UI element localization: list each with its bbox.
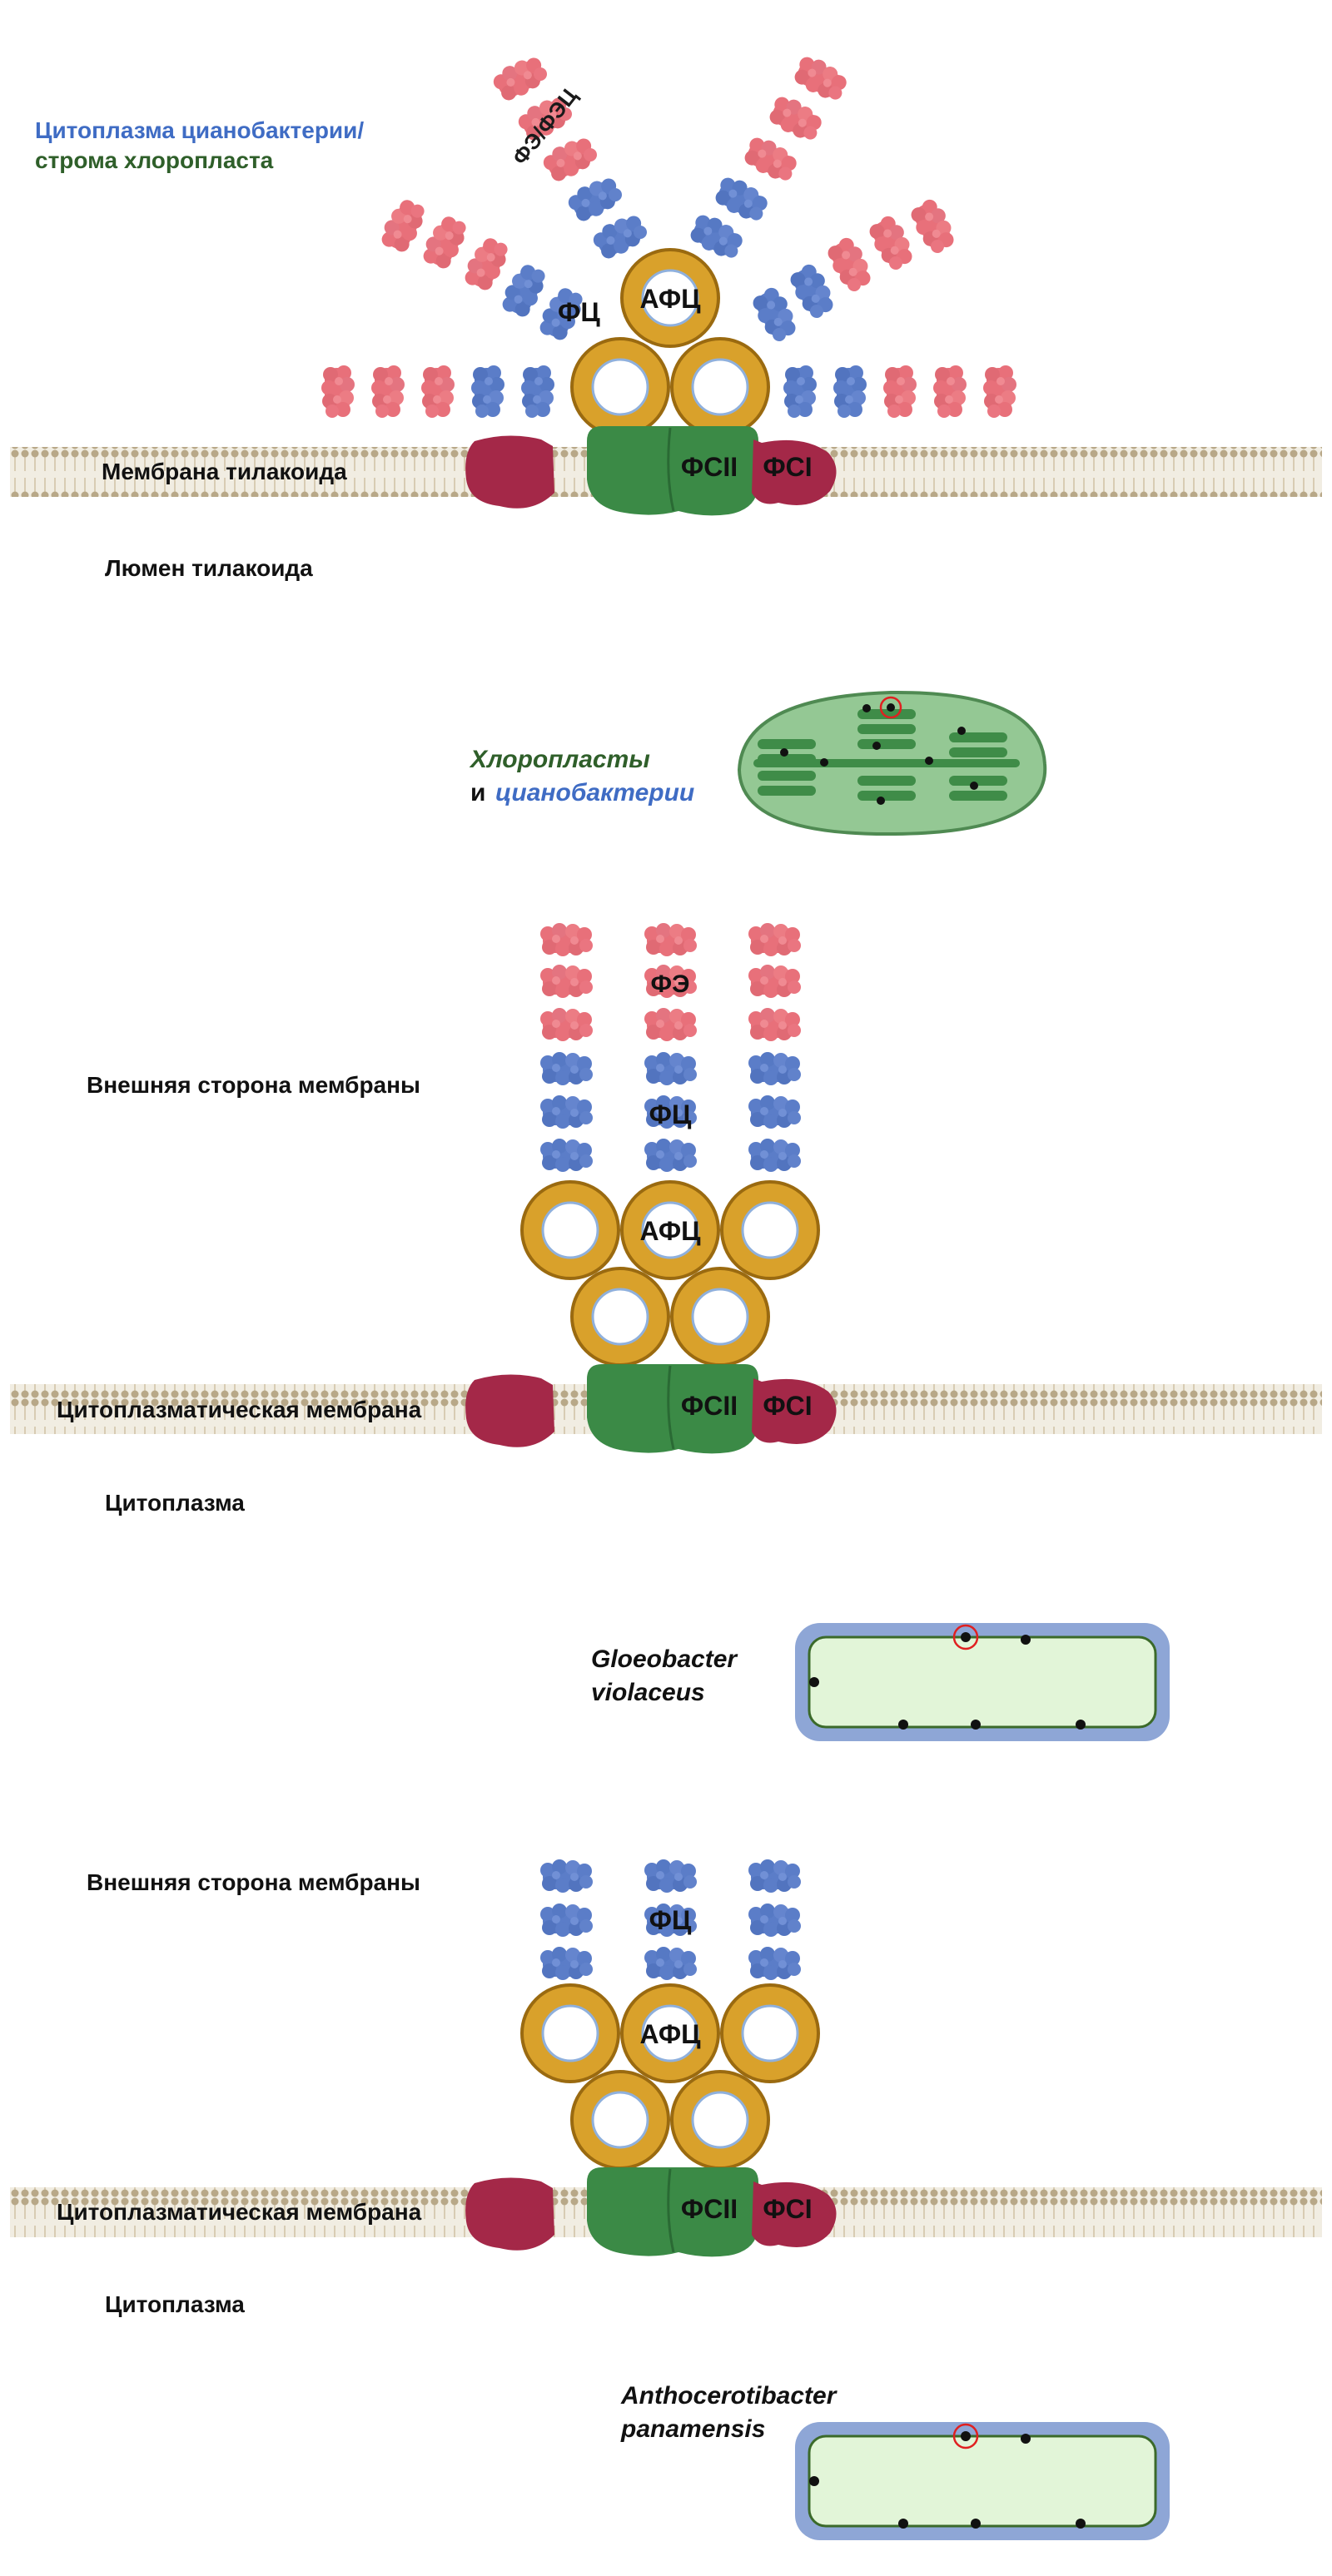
- pe-rod-lower-right: [883, 365, 1016, 418]
- panel-anthocerotibacter: ФЦ АФЦ ФСII ФСI Внешняя сторона мембраны…: [10, 1859, 1322, 2540]
- organism-label-3-line1: Anthocerotibacter: [620, 2382, 838, 2410]
- organism-label-2-line1: Gloeobacter: [591, 1645, 738, 1673]
- psi-label: ФСI: [763, 452, 812, 482]
- apc-label: АФЦ: [640, 284, 702, 314]
- outer-side-label-3: Внешняя сторона мембраны: [87, 1869, 420, 1895]
- pc-label-2: ФЦ: [649, 1099, 692, 1129]
- membrane-label: Мембрана тилакоида: [102, 459, 347, 484]
- cytoplasm-label-line1: Цитоплазма цианобактерии/: [35, 117, 364, 143]
- pc-rod-lower-left: [471, 365, 554, 418]
- psii-label: ФСII: [681, 452, 738, 482]
- gloeobacter-cell-icon: [795, 1623, 1170, 1741]
- psi-complex-3-left: [465, 2177, 554, 2251]
- cytoplasm-label-2: Цитоплазма: [105, 1490, 245, 1516]
- organism-label-cyanobacteria: цианобактерии: [495, 779, 694, 807]
- pc-rod-mid-right: [748, 260, 840, 346]
- organism-label-2-line2: violaceus: [591, 1679, 705, 1706]
- pc-rod-upper-right: [685, 171, 773, 264]
- pc-rod-upper-left: [564, 171, 652, 264]
- lumen-label: Люмен тилакоида: [105, 555, 313, 581]
- psii-label-2: ФСII: [681, 1391, 738, 1421]
- organism-label-and: и: [470, 779, 485, 807]
- membrane-label-3: Цитоплазматическая мембрана: [57, 2199, 422, 2225]
- pe-rod-mid-right: [823, 195, 961, 296]
- pc-label-3: ФЦ: [649, 1905, 692, 1935]
- anthocerotibacter-cell-icon: [795, 2422, 1170, 2540]
- apc-core-3: [520, 1983, 820, 2170]
- psi-label-3: ФСI: [763, 2194, 812, 2224]
- apc-core-2: [520, 1180, 820, 1367]
- organism-label-chloroplasts: Хлоропласты: [469, 746, 650, 773]
- psi-complex-left: [465, 435, 554, 509]
- membrane-label-2: Цитоплазматическая мембрана: [57, 1397, 422, 1422]
- pe-label-2: ФЭ: [651, 970, 690, 998]
- pe-rod-lower-left: [321, 365, 455, 418]
- panel-thylakoid: Цитоплазма цианобактерии/ строма хлоропл…: [10, 51, 1322, 836]
- pc-label: ФЦ: [558, 297, 600, 327]
- psi-complex-2-left: [465, 1374, 554, 1447]
- psii-label-3: ФСII: [681, 2194, 738, 2224]
- cytoplasm-label-3: Цитоплазма: [105, 2291, 245, 2317]
- pe-rod-upper-right: [739, 51, 852, 186]
- apc-label-3: АФЦ: [640, 2019, 702, 2049]
- pe-rod-mid-left: [375, 194, 514, 295]
- apc-label-2: АФЦ: [640, 1216, 702, 1246]
- organism-label-3-line2: panamensis: [620, 2415, 765, 2443]
- outer-side-label-2: Внешняя сторона мембраны: [87, 1072, 420, 1098]
- pc-rod-lower-right: [783, 365, 867, 418]
- psi-label-2: ФСI: [763, 1391, 812, 1421]
- panel-gloeobacter: ФЭ ФЦ АФЦ ФСII ФСI Внешняя сторона мембр…: [10, 923, 1322, 1741]
- chloroplast-icon: [737, 690, 1047, 836]
- cytoplasm-label-line2: строма хлоропласта: [35, 147, 274, 173]
